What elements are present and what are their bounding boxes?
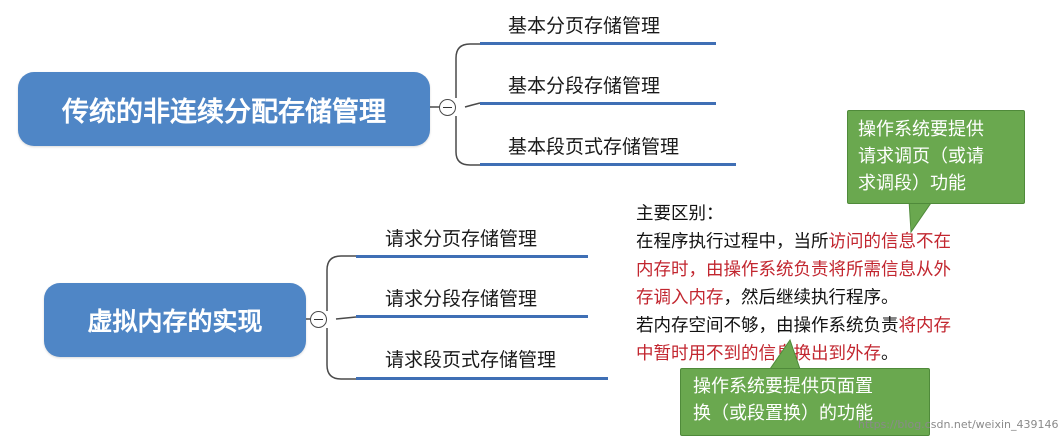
note-line: 若内存空间不够，由操作系统负责将内存 (636, 316, 951, 336)
branch-label-segmented-paging[interactable]: 基本段页式存储管理 (508, 136, 680, 158)
branch-underline (356, 377, 608, 380)
difference-note: 主要区别： 在程序执行过程中，当所访问的信息不在 内存时，由操作系统负责将所需信… (636, 200, 1052, 368)
branch-underline (356, 315, 588, 318)
callout-line: 换（或段置换）的功能 (693, 403, 873, 424)
callout-line: 请求调页（或请 (858, 146, 984, 167)
branch-label-demand-segmented-paging[interactable]: 请求段页式存储管理 (385, 349, 557, 371)
callout-demand-loading: 操作系统要提供 请求调页（或请 求调段）功能 (847, 110, 1025, 204)
note-line: 存调入内存，然后继续执行程序。 (636, 288, 899, 308)
collapse-icon[interactable] (439, 99, 456, 116)
note-line: 中暂时用不到的信息换出到外存。 (636, 344, 899, 364)
root-node-traditional[interactable]: 传统的非连续分配存储管理 (18, 72, 430, 146)
branch-label-demand-paging[interactable]: 请求分页存储管理 (385, 228, 538, 250)
branch-label-paging[interactable]: 基本分页存储管理 (508, 15, 661, 37)
branch-label-demand-segmentation[interactable]: 请求分段存储管理 (385, 288, 538, 310)
note-line: 内存时，由操作系统负责将所需信息从外 (636, 260, 951, 280)
root-node-label: 虚拟内存的实现 (87, 307, 263, 336)
callout-line: 求调段）功能 (858, 173, 966, 194)
root-node-virtual-memory[interactable]: 虚拟内存的实现 (44, 283, 306, 357)
callout-line: 操作系统要提供 (858, 119, 984, 140)
callout-pointer (908, 199, 934, 234)
branch-underline (356, 255, 588, 258)
branch-underline (480, 42, 716, 45)
watermark: https://blog.csdn.net/weixin_439146 (858, 418, 1059, 431)
callout-page-replacement: 操作系统要提供页面置 换（或段置换）的功能 (680, 368, 930, 436)
branch-label-segmentation[interactable]: 基本分段存储管理 (508, 75, 661, 97)
callout-pointer (769, 338, 801, 371)
branch-underline (480, 102, 716, 105)
root-node-label: 传统的非连续分配存储管理 (62, 96, 386, 128)
collapse-icon[interactable] (310, 311, 327, 328)
note-line: 在程序执行过程中，当所访问的信息不在 (636, 232, 951, 252)
branch-underline (480, 163, 736, 166)
note-title: 主要区别： (636, 204, 724, 224)
callout-line: 操作系统要提供页面置 (693, 376, 873, 397)
